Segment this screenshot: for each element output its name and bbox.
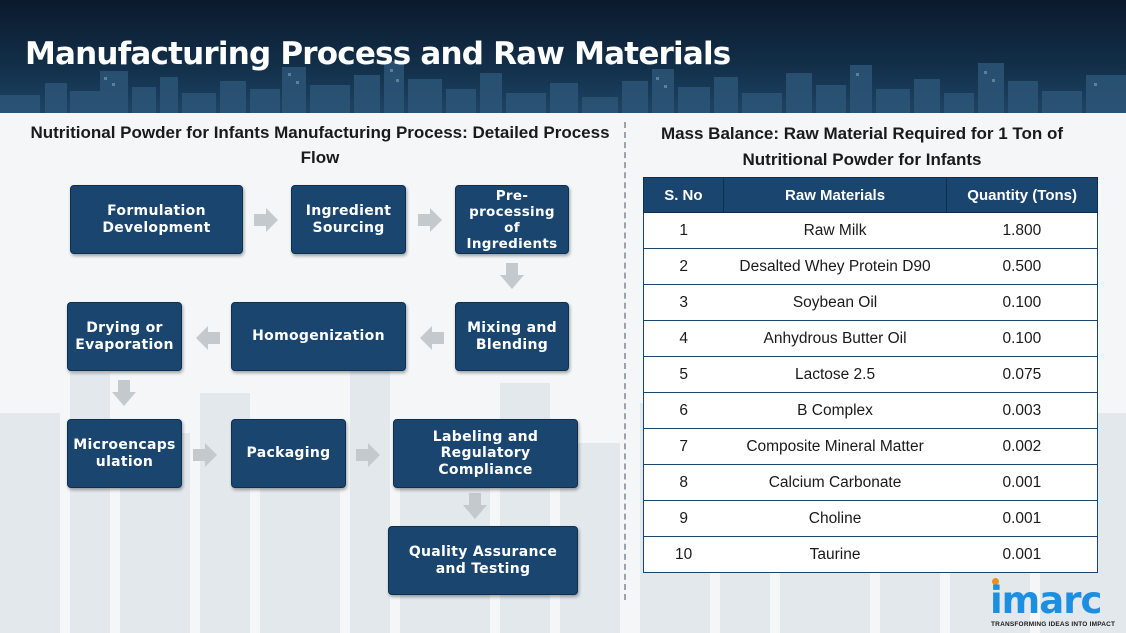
step-pre-processing: Pre-processing of Ingredients xyxy=(455,185,569,254)
right-arrow-icon xyxy=(193,443,217,467)
right-arrow-icon xyxy=(418,208,442,232)
cell-material: Desalted Whey Protein D90 xyxy=(723,248,947,285)
mass-balance-title: Mass Balance: Raw Material Required for … xyxy=(660,124,1064,169)
cell-quantity: 1.800 xyxy=(946,212,1098,249)
step-mixing-and-blending: Mixing and Blending xyxy=(455,302,569,371)
panel-divider xyxy=(624,122,626,600)
left-arrow-icon xyxy=(420,326,444,350)
cell-sno: 4 xyxy=(643,320,724,357)
cell-quantity: 0.003 xyxy=(946,392,1098,429)
cell-material: Anhydrous Butter Oil xyxy=(723,320,947,357)
page-title: Manufacturing Process and Raw Materials xyxy=(25,36,731,72)
down-arrow-icon xyxy=(500,263,524,289)
cell-quantity: 0.075 xyxy=(946,356,1098,393)
cell-sno: 5 xyxy=(643,356,724,393)
down-arrow-icon xyxy=(112,380,136,406)
step-microencapsulation: Microencapsulation xyxy=(67,419,182,488)
step-drying-or-evaporation: Drying or Evaporation xyxy=(67,302,182,371)
cell-sno: 7 xyxy=(643,428,724,465)
cell-sno: 10 xyxy=(643,536,724,573)
logo-tagline: TRANSFORMING IDEAS INTO IMPACT xyxy=(991,621,1116,628)
logo-dot-icon xyxy=(992,578,999,585)
column-header-raw-materials: Raw Materials xyxy=(722,177,948,213)
imarc-logo: imarc TRANSFORMING IDEAS INTO IMPACT xyxy=(990,578,1120,630)
right-arrow-icon xyxy=(254,208,278,232)
cell-material: Calcium Carbonate xyxy=(723,464,947,501)
right-arrow-icon xyxy=(356,443,380,467)
cell-sno: 8 xyxy=(643,464,724,501)
step-formulation-development: Formulation Development xyxy=(70,185,243,254)
header-banner: Manufacturing Process and Raw Materials xyxy=(0,0,1126,113)
city-skyline-decoration xyxy=(0,61,1126,113)
down-arrow-icon xyxy=(463,493,487,519)
cell-material: Raw Milk xyxy=(723,212,947,249)
cell-quantity: 0.500 xyxy=(946,248,1098,285)
cell-material: Lactose 2.5 xyxy=(723,356,947,393)
column-header-sno: S. No xyxy=(643,177,724,213)
cell-material: Soybean Oil xyxy=(723,284,947,321)
cell-sno: 3 xyxy=(643,284,724,321)
step-packaging: Packaging xyxy=(231,419,346,488)
cell-sno: 6 xyxy=(643,392,724,429)
cell-quantity: 0.001 xyxy=(946,500,1098,537)
cell-sno: 9 xyxy=(643,500,724,537)
left-arrow-icon xyxy=(196,326,220,350)
cell-quantity: 0.100 xyxy=(946,320,1098,357)
cell-sno: 1 xyxy=(643,212,724,249)
logo-wordmark: imarc xyxy=(990,579,1102,622)
flow-arrows xyxy=(112,208,524,519)
cell-material: B Complex xyxy=(723,392,947,429)
cell-quantity: 0.100 xyxy=(946,284,1098,321)
cell-material: Taurine xyxy=(723,536,947,573)
cell-material: Choline xyxy=(723,500,947,537)
step-labeling-compliance: Labeling and Regulatory Compliance xyxy=(393,419,578,488)
table-header-row: S. No Raw Materials Quantity (Tons) xyxy=(643,177,1098,213)
step-ingredient-sourcing: Ingredient Sourcing xyxy=(291,185,406,254)
cell-sno: 2 xyxy=(643,248,724,285)
step-quality-assurance: Quality Assurance and Testing xyxy=(388,526,578,595)
cell-quantity: 0.001 xyxy=(946,464,1098,501)
cell-material: Composite Mineral Matter xyxy=(723,428,947,465)
step-homogenization: Homogenization xyxy=(231,302,406,371)
cell-quantity: 0.001 xyxy=(946,536,1098,573)
process-flow-title: Nutritional Powder for Infants Manufactu… xyxy=(30,123,610,167)
column-header-quantity: Quantity (Tons) xyxy=(946,177,1098,213)
cell-quantity: 0.002 xyxy=(946,428,1098,465)
